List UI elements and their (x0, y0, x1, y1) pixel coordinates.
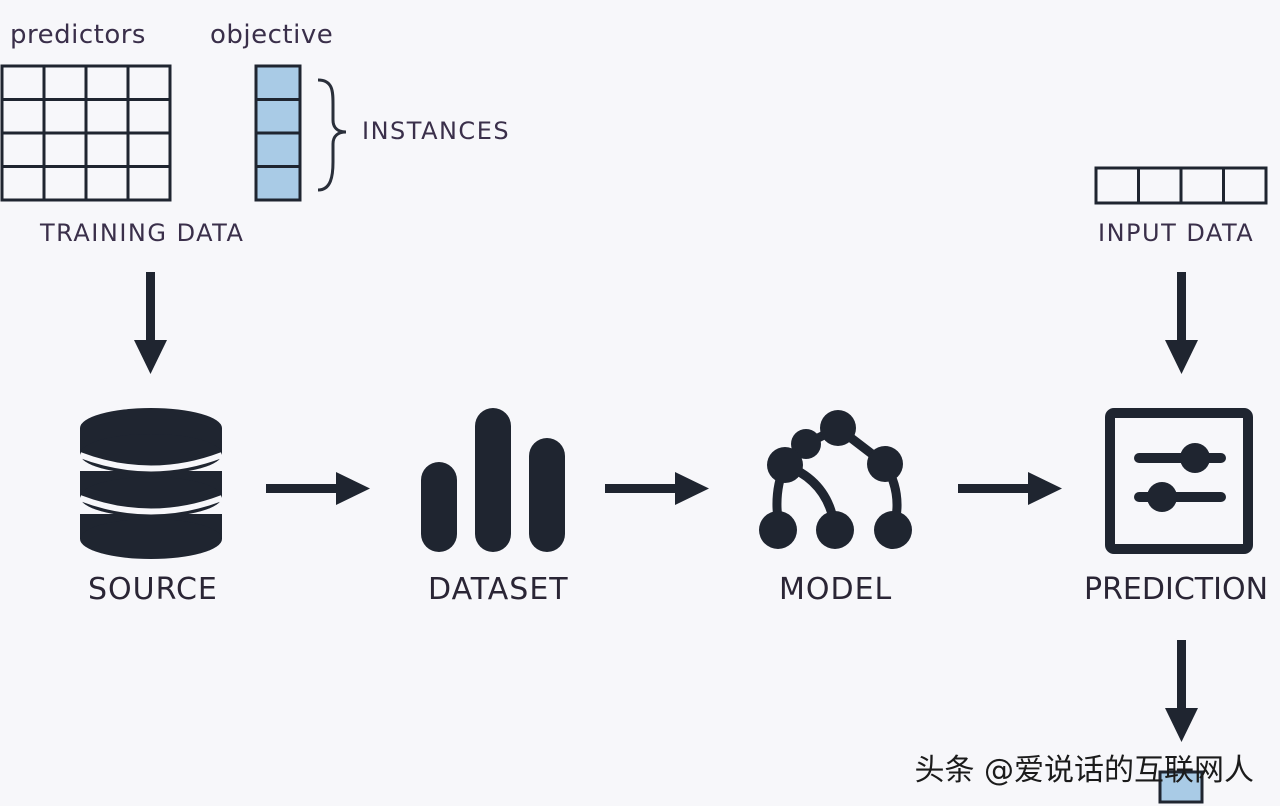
source-label: SOURCE (88, 572, 218, 607)
database-icon (80, 408, 222, 559)
objective-label: objective (210, 20, 334, 50)
arrow-training-to-source (134, 272, 167, 374)
predictors-label: predictors (10, 20, 146, 50)
predictors-grid (0, 64, 172, 202)
sliders-icon (1105, 408, 1253, 554)
instances-label: INSTANCES (362, 117, 511, 145)
training-data-label: TRAINING DATA (40, 219, 245, 247)
model-label: MODEL (779, 572, 893, 607)
watermark-text: 头条 @爱说话的互联网人 (914, 753, 1254, 788)
arrow-model-to-prediction (958, 472, 1062, 505)
bar-chart-icon (421, 408, 565, 552)
dataset-label: DATASET (428, 572, 569, 607)
tree-graph-icon (759, 410, 912, 549)
arrow-dataset-to-model (605, 472, 709, 505)
instances-brace (317, 78, 347, 192)
arrow-input-to-prediction (1165, 272, 1198, 374)
prediction-label: PREDICTION (1084, 572, 1269, 607)
input-data-row (1094, 166, 1268, 205)
arrow-prediction-to-output (1165, 640, 1198, 742)
objective-column (254, 64, 302, 202)
arrow-source-to-dataset (266, 472, 370, 505)
database-separators (78, 452, 224, 515)
input-data-label: INPUT DATA (1098, 219, 1255, 247)
output-cell (1158, 770, 1204, 804)
